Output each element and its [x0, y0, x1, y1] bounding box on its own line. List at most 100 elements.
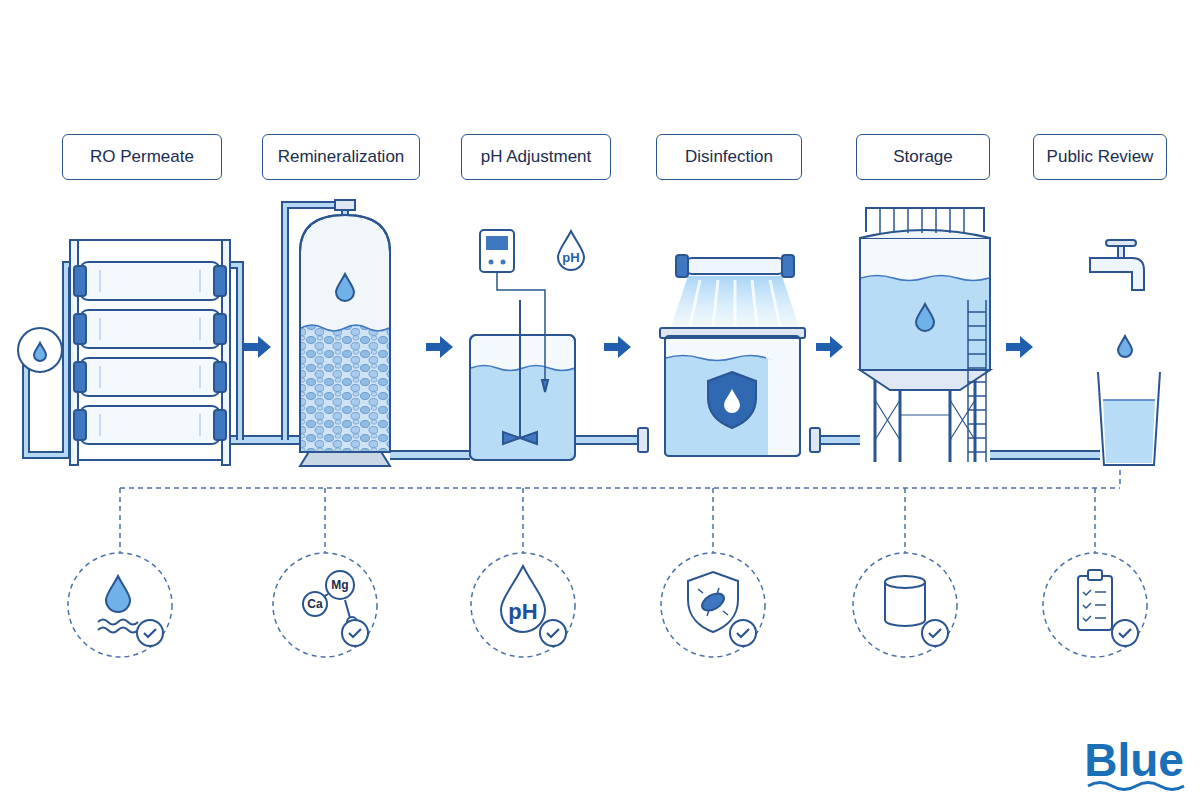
ro-membrane-rack [74, 314, 86, 344]
flow-arrow [1006, 336, 1033, 358]
uv-disinfection-unit [708, 372, 756, 428]
stage-label: Public Review [1047, 147, 1154, 167]
stage-box: RO Permeate [62, 134, 222, 180]
disinfection-icon [699, 590, 727, 614]
stage-label: Remineralization [278, 147, 405, 167]
ro-membrane-rack [80, 310, 220, 348]
icon-circle [471, 553, 575, 657]
ph-dosing-tank [519, 300, 521, 438]
icon-circle [68, 553, 1147, 657]
stage-box: pH Adjustment [461, 134, 611, 180]
ph-dosing-tank [501, 260, 506, 265]
water-drop [916, 304, 934, 331]
mineral-icon [303, 571, 357, 627]
water-drop [501, 566, 545, 632]
ph-dosing-tank [489, 260, 494, 265]
uv-disinfection-unit [666, 356, 774, 456]
stage-box: Public Review [1033, 134, 1167, 180]
remineralization-vessel [301, 325, 389, 451]
storage-tank [879, 208, 881, 233]
ph-dosing-tank [486, 236, 508, 250]
check-badge [540, 620, 566, 646]
dashed-bracket [120, 470, 1120, 553]
check-badge [547, 629, 559, 637]
tap-and-glass [1098, 372, 1160, 465]
water-drop [724, 389, 740, 413]
check-badge [349, 629, 361, 637]
check-badge [137, 620, 1138, 646]
logo-wave [1088, 783, 1184, 790]
ph-probe-label: pH [562, 251, 579, 264]
uv-disinfection-unit [676, 255, 688, 277]
ro-membrane-rack [100, 270, 200, 436]
check-badge [342, 620, 368, 646]
water-drop [34, 343, 46, 361]
check-badge [730, 620, 756, 646]
ph-dosing-tank [497, 272, 545, 380]
ro-membrane-rack [74, 410, 86, 440]
remineralization-vessel [301, 325, 389, 331]
uv-disinfection-unit [684, 258, 786, 274]
flow-arrow [244, 336, 1033, 358]
pressure-gauge [18, 328, 62, 372]
storage-tank [968, 339, 986, 341]
stage-box: Remineralization [262, 134, 420, 180]
brand-logo: Blue [1084, 737, 1184, 783]
storage-tank [880, 208, 964, 233]
remineralization-vessel [300, 215, 390, 452]
flow-arrow [816, 336, 843, 358]
uv-disinfection-unit [638, 255, 820, 456]
storage-tank [968, 325, 986, 327]
ro-membrane-rack [70, 240, 230, 465]
check-badge [929, 629, 941, 637]
stage-box: Storage [856, 134, 990, 180]
storage-tank [875, 400, 975, 440]
ro-membrane-rack [74, 266, 226, 440]
tap-and-glass [1106, 240, 1136, 246]
tap-and-glass [1103, 400, 1155, 463]
storage-tank [861, 276, 989, 370]
logo-wave [1088, 783, 1184, 790]
storage-tank [968, 395, 986, 397]
storage-icon [885, 576, 925, 626]
storage-tank [968, 451, 986, 453]
flow-arrow [244, 336, 271, 358]
water-drop [106, 576, 130, 612]
water-icon [98, 620, 138, 633]
icon-circle [1043, 553, 1147, 657]
water-icon [98, 620, 138, 633]
storage-tank [968, 409, 986, 411]
water-drop [1118, 336, 1132, 357]
storage-tank [968, 367, 986, 369]
storage-tank [861, 276, 989, 281]
pressure-gauge [18, 328, 62, 372]
mineral-symbol: Mg [331, 579, 348, 591]
icon-circle [661, 553, 765, 657]
storage-tank [968, 353, 986, 355]
check-badge [144, 629, 156, 637]
storage-tank [968, 381, 986, 383]
checklist-icon [1078, 576, 1112, 630]
tap-and-glass [1090, 240, 1160, 465]
mineral-icon [303, 592, 327, 616]
remineralization-vessel [300, 200, 390, 466]
storage-tank [860, 238, 990, 370]
storage-tank [963, 208, 965, 233]
remineralization-vessel [300, 215, 390, 452]
ro-membrane-rack [74, 362, 86, 392]
storage-tank [921, 208, 923, 233]
ro-membrane-rack [214, 362, 226, 392]
flow-arrow [604, 336, 631, 358]
ro-membrane-rack [214, 410, 226, 440]
ro-membrane-rack [214, 314, 226, 344]
stage-label: Storage [893, 147, 953, 167]
icon-circle [273, 553, 377, 657]
check-badge [137, 620, 163, 646]
check-badge [1119, 629, 1131, 637]
uv-disinfection-unit [638, 428, 648, 452]
icon-circle [68, 553, 172, 657]
storage-tank [860, 238, 990, 370]
storage-tank [949, 208, 951, 233]
